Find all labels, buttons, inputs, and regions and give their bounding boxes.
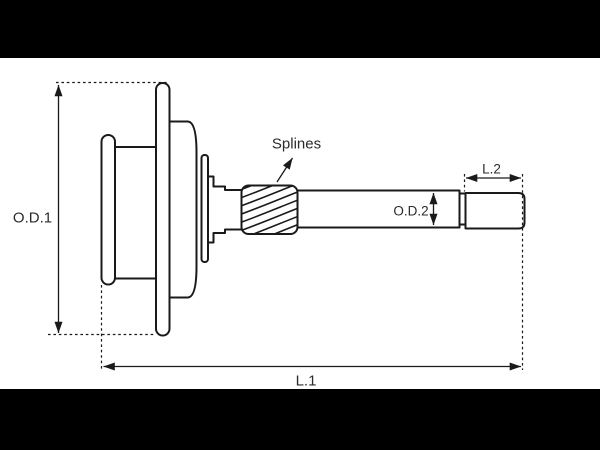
front-collar-disc (100, 134, 116, 286)
dimensions (48, 81, 524, 371)
od2-label: O.D.2 (393, 204, 428, 219)
flange-disc (155, 82, 171, 337)
od1-label: O.D.1 (13, 210, 52, 227)
dimension-labels: O.D.1 Splines L.2 O.D.2 L.1 (13, 136, 501, 390)
splines-label: Splines (272, 136, 321, 153)
splines-leader-line (276, 157, 294, 183)
l2-label: L.2 (482, 162, 501, 177)
spline-hatching (241, 185, 298, 234)
shaft-end (464, 192, 526, 230)
thrust-washer (200, 154, 209, 263)
bottom-letterbox-bar (0, 389, 600, 450)
l1-label: L.1 (296, 373, 317, 390)
part-outline (100, 82, 526, 337)
hub-drum (107, 146, 161, 280)
top-letterbox-bar (0, 0, 600, 58)
clutch-housing (161, 120, 198, 299)
